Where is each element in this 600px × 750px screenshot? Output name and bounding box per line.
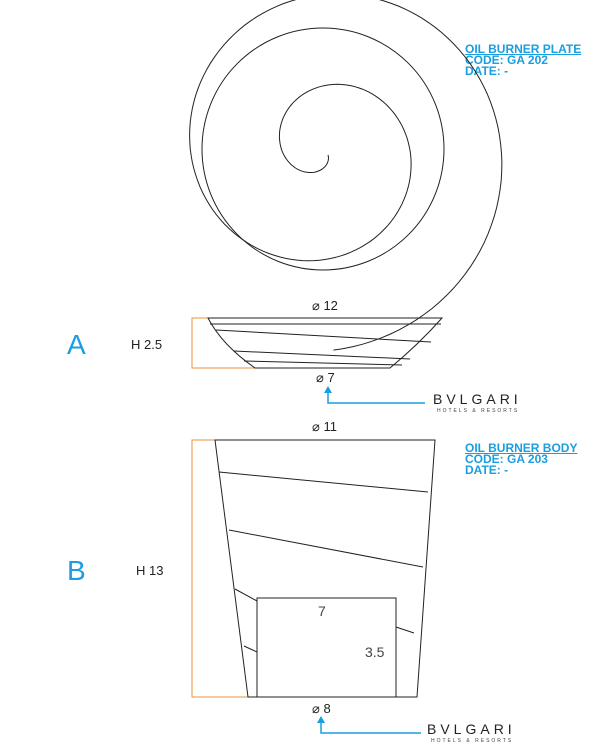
- part-b-top-diameter: ⌀ 11: [312, 419, 337, 434]
- brand-logo-b: BVLGARI: [427, 721, 516, 737]
- opening-width-label: 7: [318, 603, 326, 619]
- part-b-letter: B: [67, 555, 86, 586]
- brand-tagline-a: HOTELS & RESORTS: [437, 408, 519, 414]
- part-b-drawing: H 13 ⌀ 11 ⌀ 8 7 3.5 BVLGARI HOTELS & RES…: [136, 419, 516, 744]
- body-code: CODE: GA 203: [465, 452, 548, 466]
- body-band-1: [218, 471, 429, 493]
- body-profile: [214, 439, 436, 698]
- brand-logo-a: BVLGARI: [433, 391, 522, 407]
- body-title: OIL BURNER BODY: [465, 441, 578, 455]
- part-a-arrow-line: [327, 390, 425, 404]
- part-b-height-bracket: [191, 439, 248, 698]
- body-opening: [256, 597, 397, 698]
- body-info-block: OIL BURNER BODY CODE: GA 203 DATE: -: [465, 441, 578, 477]
- plate-band-1: [215, 329, 432, 343]
- part-a-arrow-head: [324, 386, 332, 393]
- plate-title: OIL BURNER PLATE: [465, 42, 582, 56]
- body-band-4: [395, 626, 415, 634]
- body-band-2: [228, 529, 424, 568]
- part-a-height-label: H 2.5: [131, 337, 162, 352]
- body-date: DATE: -: [465, 463, 509, 477]
- brand-tagline-b: HOTELS & RESORTS: [431, 738, 513, 744]
- opening-height-label: 3.5: [365, 644, 385, 660]
- part-a-bottom-diameter: ⌀ 7: [316, 370, 335, 385]
- plate-info-block: OIL BURNER PLATE CODE: GA 202 DATE: -: [465, 42, 582, 78]
- part-b-bottom-diameter: ⌀ 8: [312, 701, 331, 716]
- part-b-height-label: H 13: [136, 563, 163, 578]
- plate-date: DATE: -: [465, 64, 509, 78]
- plate-spiral: [189, 0, 503, 351]
- part-a-drawing: H 2.5 ⌀ 12 ⌀ 7 BVLGARI HOTELS & RESORTS: [131, 298, 522, 414]
- part-a-height-bracket: [191, 317, 255, 369]
- body-band-3: [234, 588, 258, 602]
- plate-code: CODE: GA 202: [465, 53, 548, 67]
- part-b-arrow-head: [317, 716, 325, 723]
- plate-band-3: [243, 360, 403, 366]
- plate-band-2: [233, 350, 411, 360]
- part-a-top-diameter: ⌀ 12: [312, 298, 338, 313]
- part-a-letter: A: [67, 329, 86, 360]
- body-band-5: [243, 645, 258, 653]
- part-b-arrow-line: [320, 720, 421, 734]
- plate-top-view: [189, 0, 503, 351]
- plate-profile: [207, 317, 444, 369]
- plate-outline-circle: [201, 27, 445, 271]
